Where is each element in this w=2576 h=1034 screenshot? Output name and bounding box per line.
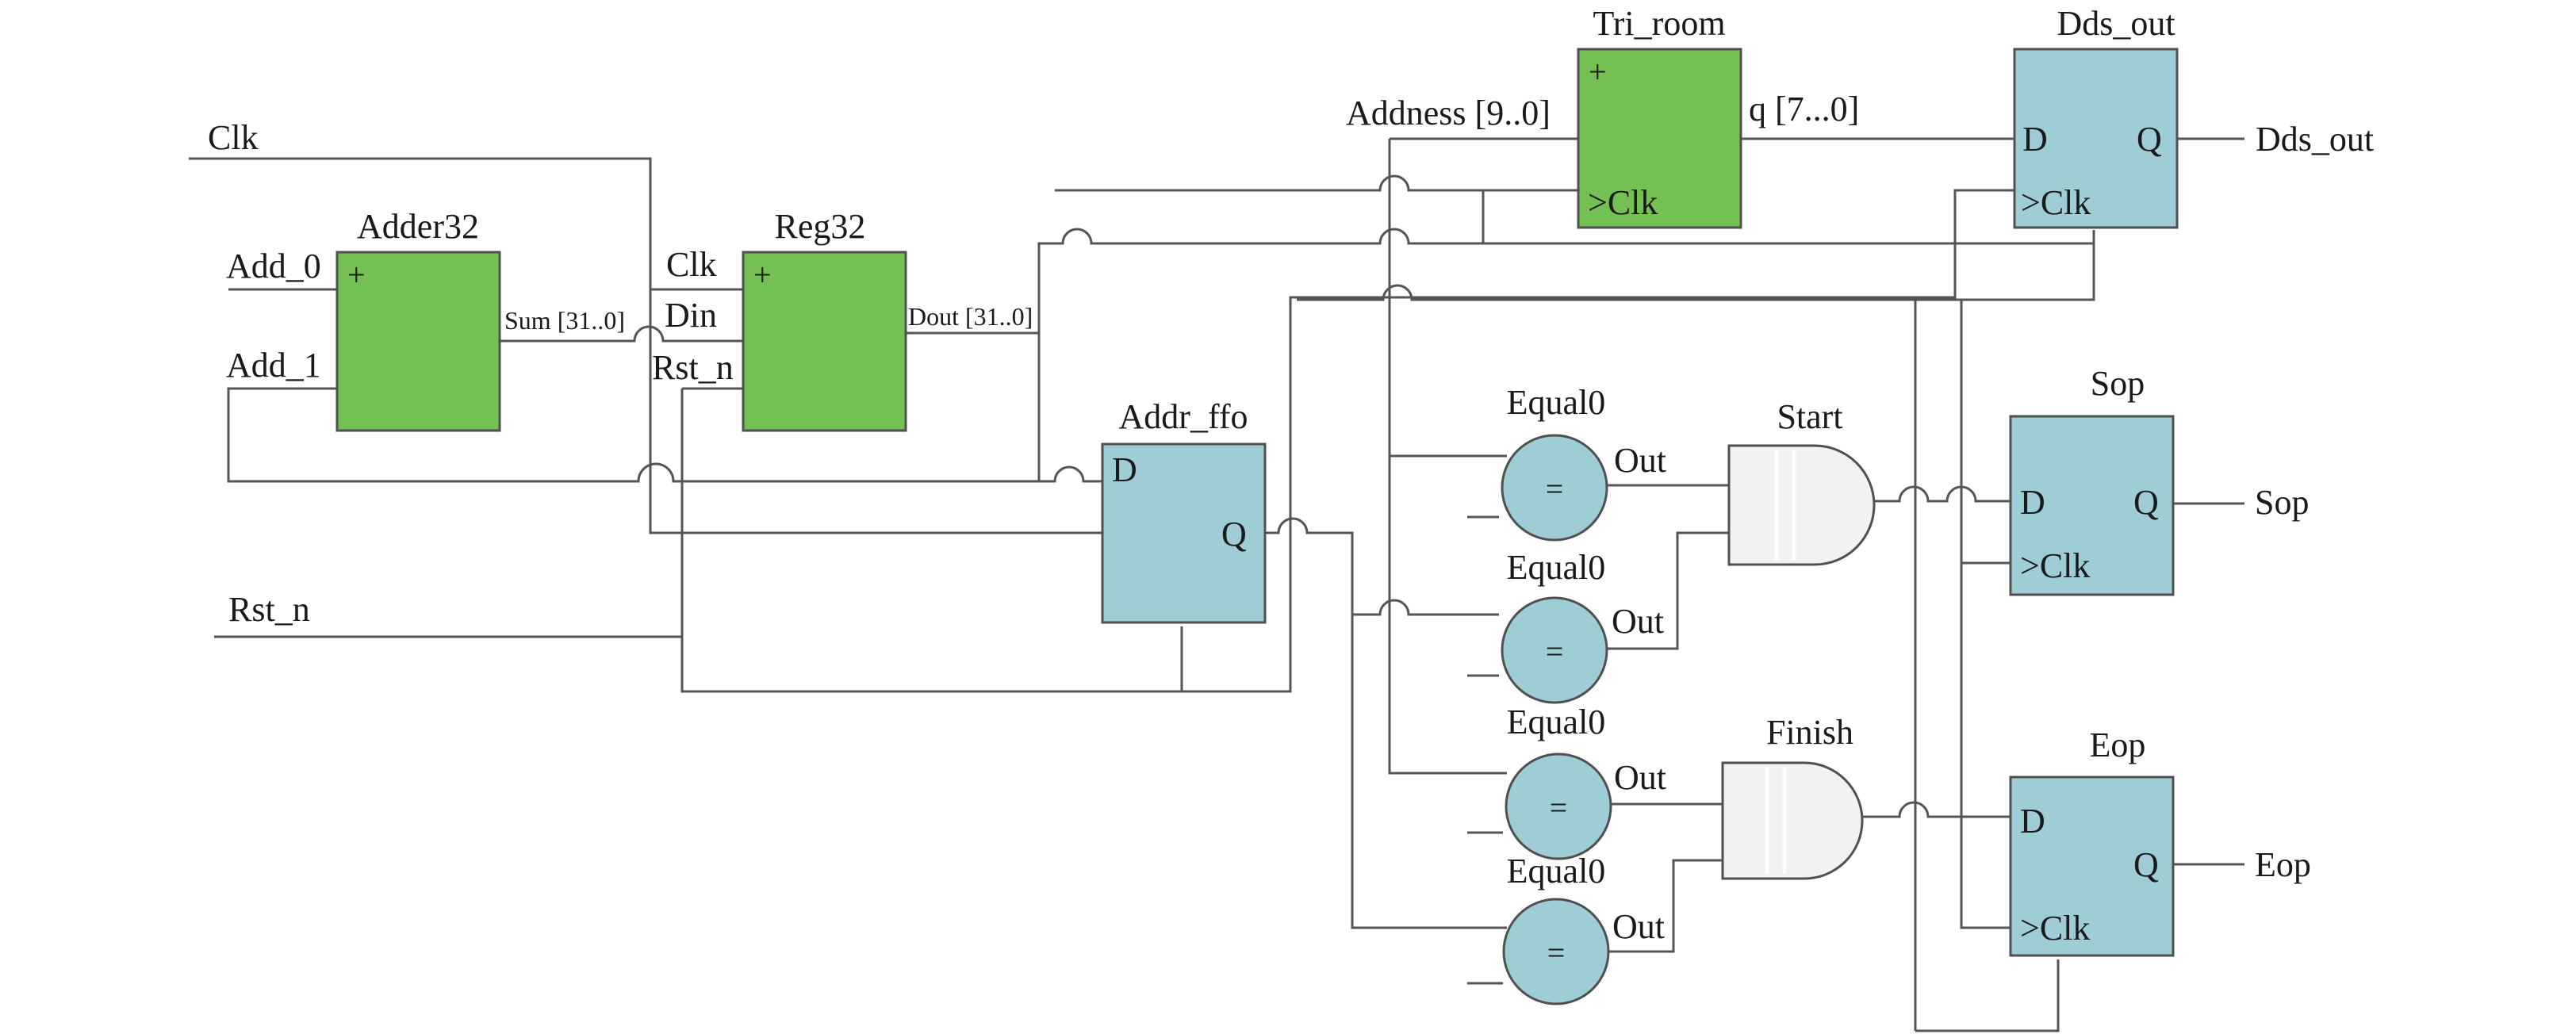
addr-ffo-block: Addr_ffo D Q: [1101, 397, 1267, 624]
comparator-1-out: Out: [1614, 441, 1666, 480]
comparator-1-title: Equal0: [1507, 383, 1606, 422]
adder32-sum-label: Sum [31..0]: [504, 306, 625, 335]
comparator-3-symbol: =: [1550, 790, 1568, 825]
rst-n-input-label: Rst_n: [228, 590, 310, 629]
start-and-gate: Start: [1727, 397, 1876, 566]
comparator-4-out: Out: [1612, 907, 1665, 946]
eop-title: Eop: [2090, 726, 2146, 764]
clk-input-label: Clk: [208, 118, 259, 157]
reg32-plus: +: [753, 257, 772, 293]
comparator-4: Equal0 = Out: [1502, 852, 1665, 1005]
dds-out-output-label: Dds_out: [2256, 120, 2374, 159]
comparator-3-title: Equal0: [1507, 703, 1606, 741]
eop-block: Eop D Q >Clk Eop: [2009, 726, 2311, 957]
reg32-dout-label: Dout [31..0]: [908, 302, 1033, 331]
wires: [189, 137, 2244, 1032]
tri-room-title: Tri_room: [1593, 4, 1725, 43]
eop-clk-pin: >Clk: [2020, 909, 2090, 948]
sop-q-pin: Q: [2133, 483, 2159, 522]
comparator-2-title: Equal0: [1507, 548, 1606, 587]
comparator-3: Equal0 = Out: [1505, 703, 1666, 860]
adder32-block: Adder32 + Sum [31..0]: [335, 207, 625, 432]
sop-clk-pin: >Clk: [2020, 546, 2090, 585]
dds-out-clk-pin: >Clk: [2021, 183, 2091, 222]
dds-out-block: Dds_out D Q >Clk Dds_out: [2013, 4, 2374, 229]
start-gate-label: Start: [1777, 397, 1842, 436]
comparator-2-out: Out: [1612, 602, 1664, 641]
reg32-rst-pin: Rst_n: [652, 348, 734, 387]
eop-output-label: Eop: [2255, 845, 2311, 884]
comparator-4-symbol: =: [1547, 935, 1566, 971]
dds-out-title: Dds_out: [2057, 4, 2175, 43]
tri-room-clk-pin: >Clk: [1588, 183, 1658, 222]
comparator-2-symbol: =: [1546, 634, 1564, 669]
reg32-din-pin: Din: [665, 296, 717, 335]
addr-ffo-title: Addr_ffo: [1119, 397, 1248, 436]
eop-d-pin: D: [2020, 802, 2045, 841]
reg32-title: Reg32: [775, 207, 866, 246]
adder32-plus: +: [347, 257, 366, 293]
tri-room-q-label: q [7...0]: [1749, 90, 1859, 128]
comparator-1-symbol: =: [1546, 471, 1564, 507]
finish-and-gate: Finish: [1721, 713, 1864, 880]
reg32-block: Reg32 + Clk Din Rst_n Dout [31..0]: [652, 207, 1033, 432]
eop-q-pin: Q: [2133, 845, 2159, 884]
adder32-title: Adder32: [357, 207, 479, 246]
sop-block: Sop D Q >Clk Sop: [2009, 364, 2309, 596]
comparator-3-out: Out: [1614, 758, 1666, 797]
reg32-clk-pin: Clk: [666, 245, 717, 284]
sop-d-pin: D: [2020, 483, 2045, 522]
sop-title: Sop: [2091, 364, 2145, 403]
dds-out-q-pin: Q: [2137, 120, 2162, 159]
addr-ffo-d-pin: D: [1112, 450, 1137, 489]
sop-output-label: Sop: [2255, 483, 2309, 522]
tri-room-block: Tri_room + >Clk Addness [9..0] q [7...0]: [1346, 4, 1859, 229]
add0-input-label: Add_0: [226, 247, 321, 285]
add1-input-label: Add_1: [226, 346, 321, 385]
tri-room-plus: +: [1589, 54, 1607, 90]
tri-room-address-label: Addness [9..0]: [1346, 94, 1551, 132]
addr-ffo-q-pin: Q: [1221, 515, 1247, 553]
comparator-2: Equal0 = Out: [1501, 548, 1664, 704]
finish-gate-label: Finish: [1766, 713, 1853, 752]
comparator-1: Equal0 = Out: [1501, 383, 1666, 542]
dds-out-d-pin: D: [2022, 120, 2048, 159]
comparator-4-title: Equal0: [1507, 852, 1606, 890]
